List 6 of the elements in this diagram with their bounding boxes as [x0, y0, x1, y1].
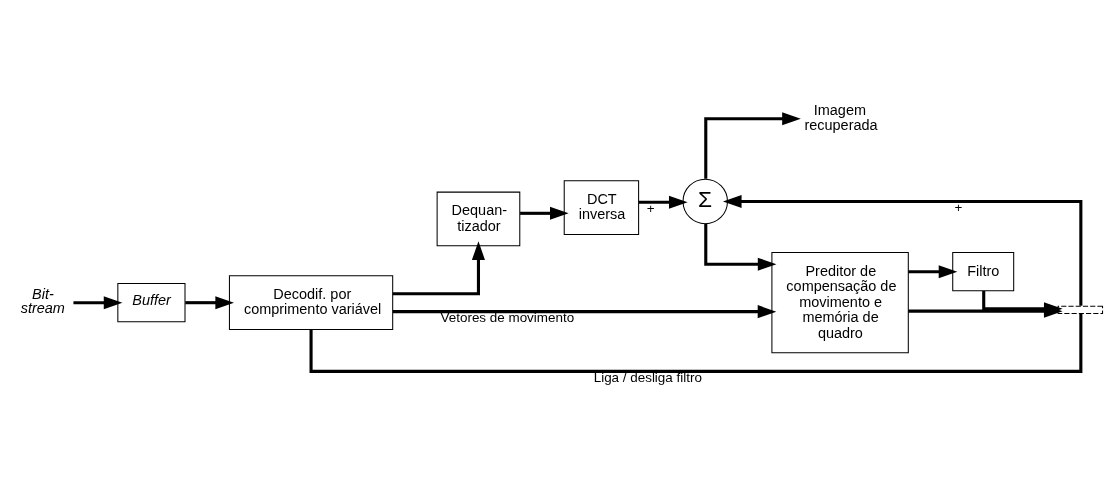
edge-label: Liga / desliga filtro: [593, 369, 702, 385]
edge-label: +: [954, 199, 963, 215]
edge-label: +: [646, 200, 655, 216]
node-text: Bit- stream: [20, 285, 65, 316]
edge-label: Vetores de movimento: [440, 309, 575, 325]
node-text: Imagem recuperada: [804, 101, 878, 133]
